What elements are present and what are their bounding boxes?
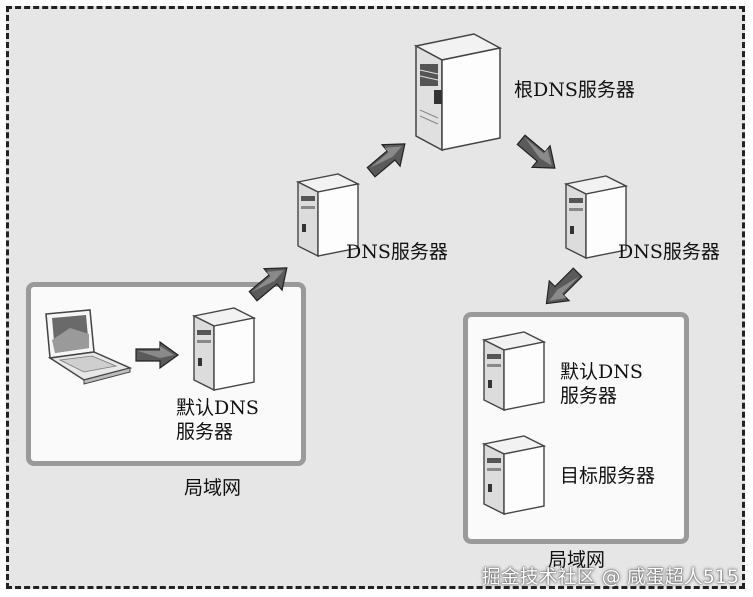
root-dns-server-icon — [413, 33, 503, 152]
default-dns-left-label: 默认DNS 服务器 — [176, 396, 259, 444]
root-dns-label: 根DNS服务器 — [514, 79, 635, 101]
default-dns-left-line1: 默认DNS — [176, 397, 259, 419]
arrow-icon — [135, 340, 180, 370]
arrow-icon — [248, 267, 288, 302]
watermark: 掘金技术社区 @ 咸蛋超人515 — [481, 566, 739, 588]
dns-server-left-label: DNS服务器 — [346, 241, 448, 263]
target-server-label: 目标服务器 — [560, 465, 656, 487]
dns-server-right-label: DNS服务器 — [618, 241, 720, 263]
laptop-icon — [45, 309, 133, 385]
default-dns-right-line2: 服务器 — [560, 385, 618, 407]
arrow-icon — [366, 143, 406, 178]
lan-right-label: 局域网 — [548, 549, 606, 571]
arrow-icon — [516, 134, 556, 169]
dns-server-left-icon — [295, 173, 361, 258]
default-dns-right-line1: 默认DNS — [560, 361, 643, 383]
default-dns-server-right-icon — [481, 331, 547, 412]
default-dns-left-line2: 服务器 — [176, 421, 234, 443]
default-dns-right-label: 默认DNS 服务器 — [560, 360, 643, 408]
dns-server-right-icon — [563, 175, 629, 260]
arrow-icon — [545, 267, 583, 305]
default-dns-server-left-icon — [191, 307, 257, 392]
lan-left-label: 局域网 — [184, 477, 242, 499]
target-server-icon — [481, 435, 547, 516]
